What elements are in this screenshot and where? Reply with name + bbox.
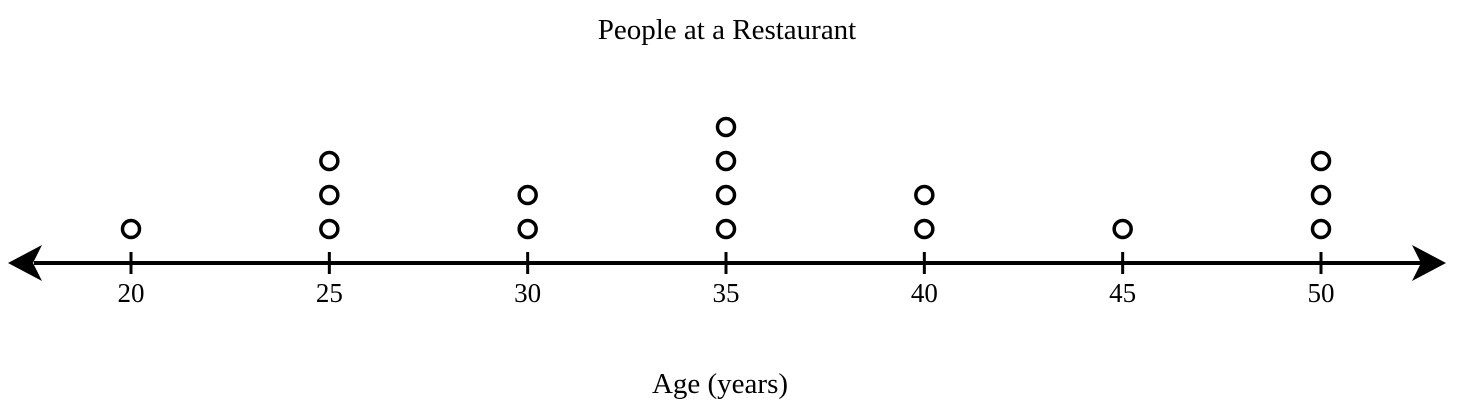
data-point-30-2: [517, 184, 538, 206]
data-point-35-2: [715, 184, 737, 206]
data-point-40-2: [914, 184, 935, 206]
chart-title: People at a Restaurant: [598, 14, 857, 46]
data-point-45-1: [1112, 218, 1133, 240]
data-point-35-4: [715, 116, 737, 138]
tick-labels: 20 25 30 35 40 45 50: [118, 278, 1335, 308]
tick-label-50: 50: [1308, 278, 1335, 308]
tick-label-40: 40: [911, 278, 938, 308]
data-point-25-1: [319, 218, 340, 240]
data-point-50-2: [1310, 184, 1332, 206]
data-point-25-2: [319, 184, 340, 206]
data-point-50-1: [1310, 218, 1332, 240]
tick-label-35: 35: [713, 278, 740, 308]
data-points: [120, 116, 1332, 240]
data-point-30-1: [517, 218, 538, 240]
left-arrowhead-icon: [8, 245, 42, 281]
data-point-25-3: [319, 150, 340, 172]
data-point-40-1: [914, 218, 935, 240]
data-point-35-3: [715, 150, 737, 172]
data-point-20-1: [120, 218, 142, 240]
tick-marks: [129, 252, 1323, 274]
tick-label-20: 20: [118, 278, 145, 308]
tick-label-45: 45: [1109, 278, 1136, 308]
tick-label-25: 25: [316, 278, 343, 308]
x-axis-label: Age (years): [652, 368, 788, 400]
data-point-50-3: [1310, 150, 1332, 172]
data-point-35-1: [715, 218, 737, 240]
tick-label-30: 30: [514, 278, 541, 308]
right-arrowhead-icon: [1412, 245, 1446, 281]
